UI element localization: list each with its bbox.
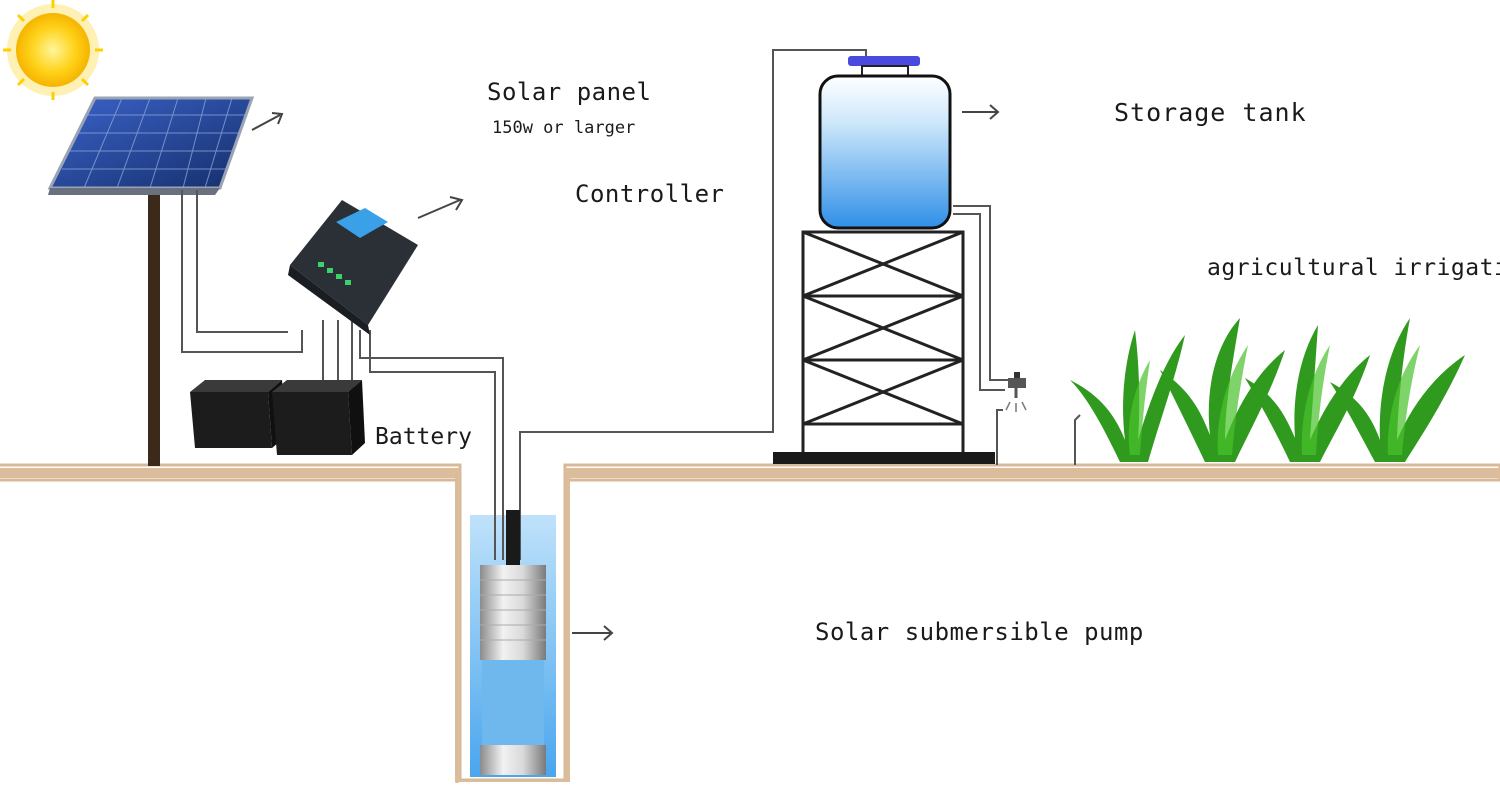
solar-panel-label: Solar panel — [487, 78, 652, 106]
solar-panel — [47, 96, 255, 466]
battery-label: Battery — [375, 424, 472, 450]
solar-panel-spec-label: 150w or larger — [492, 118, 636, 138]
arrow-controller-icon — [417, 196, 464, 219]
arrow-tank-icon — [962, 104, 1000, 120]
arrow-panel-icon — [251, 112, 284, 131]
arrow-pump-icon — [572, 625, 614, 641]
sun-icon — [3, 0, 103, 100]
tower-base — [773, 452, 995, 464]
irrigation-label: agricultural irrigatio — [1207, 255, 1500, 281]
pump-label: Solar submersible pump — [815, 618, 1144, 646]
controller-label: Controller — [575, 180, 725, 208]
submersible-pump — [480, 510, 546, 775]
ground-surface — [0, 463, 1500, 783]
wiring — [181, 49, 1081, 560]
storage-tank-label: Storage tank — [1114, 98, 1307, 127]
faucet-icon — [1005, 372, 1027, 412]
battery-pack — [190, 380, 365, 455]
storage-tank — [818, 56, 952, 230]
controller-device — [288, 200, 418, 335]
pointer-arrows — [251, 104, 1000, 641]
tank-tower — [801, 230, 965, 456]
